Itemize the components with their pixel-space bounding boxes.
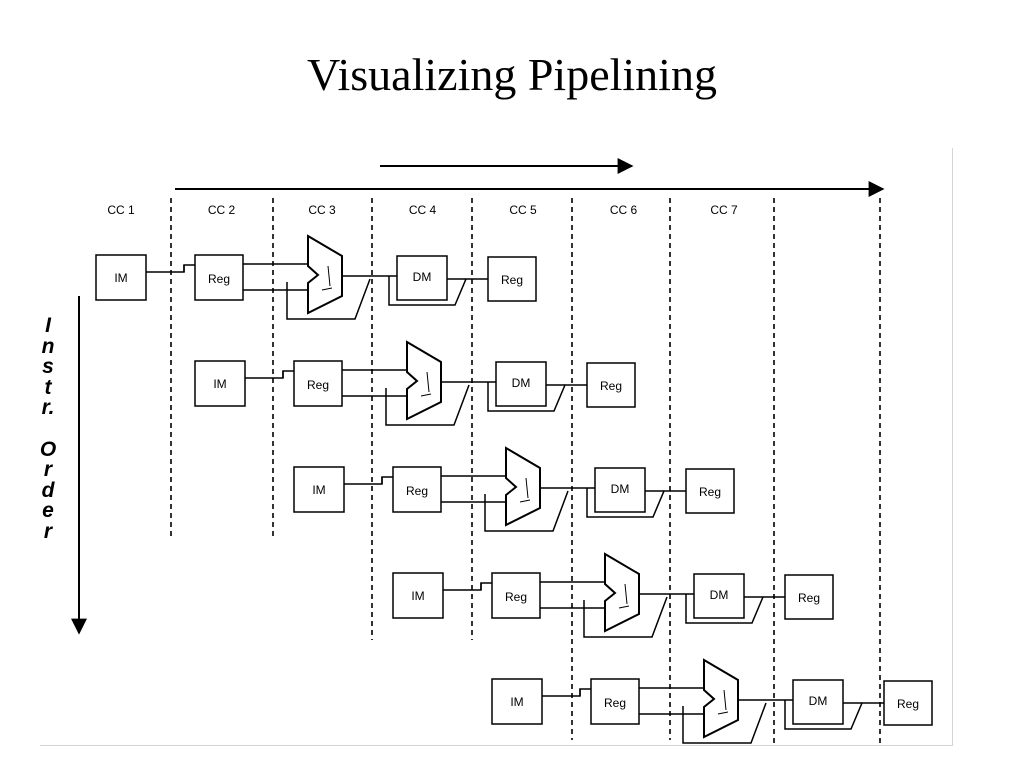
cc-label-7: CC 7 — [710, 203, 738, 217]
reg-read-box — [194, 254, 244, 301]
cycle-dividers — [170, 198, 881, 745]
dm-label: DM — [512, 376, 531, 390]
order-label-char: s — [42, 355, 54, 379]
reg-read-box — [392, 466, 442, 513]
alu-shape — [406, 340, 442, 421]
instruction-row-5: IM Reg DM Reg — [491, 658, 933, 744]
reg-write-label: Reg — [798, 591, 820, 605]
dm-label: DM — [413, 270, 432, 284]
cc-label-4: CC 4 — [409, 203, 437, 217]
order-label-char: n — [41, 334, 55, 358]
dm-bypass-wire — [784, 700, 884, 730]
reg-read-box — [491, 572, 541, 619]
im-label: IM — [312, 483, 325, 497]
reg-read-label: Reg — [406, 484, 428, 498]
im-label: IM — [213, 377, 226, 391]
dm-label: DM — [611, 482, 630, 496]
reg-write-label: Reg — [897, 697, 919, 711]
instruction-row-3: IM Reg DM Reg — [293, 446, 735, 532]
im-to-reg-wire — [245, 370, 294, 379]
order-label-char: r — [43, 458, 53, 482]
im-label: IM — [510, 695, 523, 709]
cc-label-5: CC 5 — [509, 203, 537, 217]
dm-box — [693, 573, 745, 619]
reg-write-box — [487, 256, 537, 302]
reg-read-label: Reg — [604, 696, 626, 710]
reg-read-box — [293, 360, 343, 407]
order-label-char: r — [43, 519, 53, 543]
reg-write-label: Reg — [600, 379, 622, 393]
alu-glyph — [321, 265, 333, 291]
im-box — [491, 678, 543, 725]
cc-label-6: CC 6 — [610, 203, 638, 217]
cc-label-3: CC 3 — [308, 203, 336, 217]
alu-shape — [604, 552, 640, 633]
alu-glyph — [519, 477, 531, 503]
order-label-char: O — [39, 437, 57, 461]
cc-label-2: CC 2 — [208, 203, 236, 217]
dm-label: DM — [809, 694, 828, 708]
dm-box — [792, 679, 844, 725]
dm-label: DM — [710, 588, 729, 602]
reg-read-box — [590, 678, 640, 725]
alu-glyph — [420, 371, 432, 397]
order-label-char: e — [42, 499, 54, 523]
dm-bypass-wire — [685, 594, 785, 624]
alu-bypass-wire — [682, 702, 767, 744]
im-to-reg-wire — [542, 688, 591, 697]
reg-read-label: Reg — [505, 590, 527, 604]
reg-write-box — [784, 574, 834, 620]
alu-shape — [307, 234, 343, 315]
alu-bypass-wire — [385, 384, 470, 426]
instruction-row-1: IM Reg DM Reg — [95, 234, 537, 320]
alu-bypass-wire — [484, 490, 569, 532]
alu-shape — [703, 658, 739, 739]
order-label-char: d — [41, 478, 55, 502]
reg-write-box — [883, 680, 933, 726]
im-box — [95, 254, 147, 301]
order-label-char: t — [44, 375, 52, 399]
order-label-char: I — [45, 314, 51, 337]
alu-bypass-wire — [286, 278, 371, 320]
figure-frame — [40, 148, 953, 746]
reg-read-label: Reg — [208, 272, 230, 286]
im-to-reg-wire — [344, 476, 393, 485]
instruction-row-4: IM Reg DM Reg — [392, 552, 834, 638]
cc-label-1: CC 1 — [107, 203, 135, 217]
slide-title: Visualizing Pipelining — [307, 49, 717, 100]
dm-bypass-wire — [388, 276, 488, 306]
alu-glyph — [717, 689, 729, 715]
dm-bypass-wire — [487, 382, 587, 412]
reg-read-label: Reg — [307, 378, 329, 392]
order-label-char: r. — [41, 396, 55, 420]
reg-write-label: Reg — [699, 485, 721, 499]
alu-glyph — [618, 583, 630, 609]
im-box — [392, 572, 444, 619]
dm-box — [495, 361, 547, 407]
dm-box — [594, 467, 646, 513]
reg-write-label: Reg — [501, 273, 523, 287]
reg-write-box — [586, 362, 636, 408]
im-to-reg-wire — [443, 582, 492, 591]
dm-box — [396, 255, 448, 301]
im-label: IM — [114, 271, 127, 285]
reg-write-box — [685, 468, 735, 514]
im-box — [194, 360, 246, 407]
alu-shape — [505, 446, 541, 527]
dm-bypass-wire — [586, 488, 686, 518]
im-box — [293, 466, 345, 513]
instruction-row-2: IM Reg DM Reg — [194, 340, 636, 426]
im-label: IM — [411, 589, 424, 603]
alu-bypass-wire — [583, 596, 668, 638]
clock-cycle-labels: CC 1 CC 2 CC 3 CC 4 CC 5 CC 6 CC 7 — [107, 203, 738, 217]
